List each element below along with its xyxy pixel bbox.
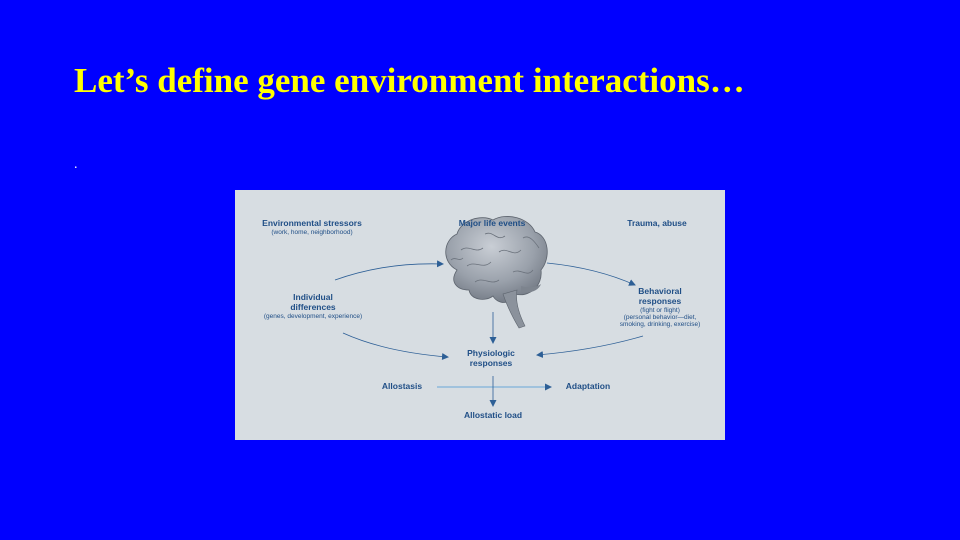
slide-title: Let’s define gene environment interactio…	[74, 61, 745, 100]
stress-response-diagram: Environmental stressors (work, home, nei…	[235, 190, 725, 440]
environmental-stressors-label: Environmental stressors (work, home, nei…	[262, 218, 362, 236]
arrow-stressors-to-brain	[334, 260, 444, 281]
physiologic-responses-label: Physiologic responses	[467, 348, 515, 368]
adaptation-label: Adaptation	[565, 381, 611, 391]
behavioral-responses-label: Behavioral responses (fight or flight) (…	[619, 286, 701, 329]
allostatic-load-label: Allostatic load	[463, 410, 523, 420]
allostasis-label: Allostasis	[381, 381, 423, 391]
diagram-graphics	[334, 216, 644, 407]
arrow-behavioral-to-physiologic	[536, 335, 644, 358]
arrow-individual-to-physiologic	[342, 332, 449, 361]
trauma-abuse-label: Trauma, abuse	[627, 218, 687, 228]
bullet-dot: .	[74, 157, 78, 172]
arrow-brain-to-behavioral	[546, 262, 636, 286]
brain-icon	[445, 216, 548, 329]
major-life-events-label: Major life events	[458, 218, 526, 228]
individual-differences-label: Individual differences (genes, developme…	[263, 292, 363, 320]
